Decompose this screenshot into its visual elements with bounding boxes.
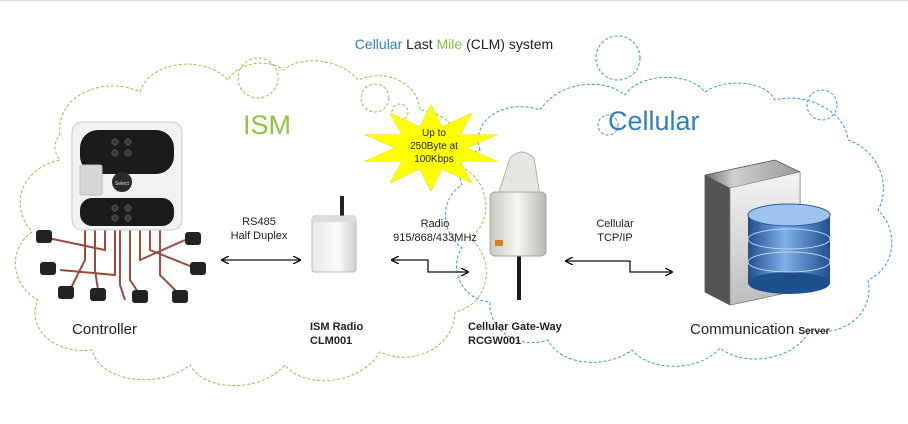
ism-radio-line-1: ISM Radio: [310, 321, 364, 333]
radio-line-1: Radio: [420, 218, 450, 230]
ism-region-label: ISM: [243, 110, 292, 140]
title-mile: Mile: [436, 36, 463, 52]
data-rate-burst: [364, 104, 498, 192]
radio-arrow: [392, 260, 468, 272]
title-last: Last: [406, 36, 433, 52]
speaker-grille: [79, 164, 103, 196]
radio-line-2: 915/868/433MHz: [393, 232, 477, 244]
gateway-caption: Cellular Gate-Way RCGW001: [468, 320, 588, 348]
database-icon: [747, 203, 831, 294]
keypad-keys: [111, 138, 132, 222]
gateway-line-1: Cellular Gate-Way: [468, 321, 562, 333]
controller-device: Select: [36, 121, 206, 303]
top-rule: [0, 0, 908, 1]
radio-label: Radio 915/868/433MHz: [380, 217, 490, 245]
select-button[interactable]: [112, 172, 132, 192]
cellular-gateway-device: [489, 151, 547, 300]
data-rate-text: Up to 250Byte at 100Kbps: [404, 127, 464, 166]
title-rest: (CLM) system: [466, 36, 554, 52]
rs485-label: RS485 Half Duplex: [214, 215, 304, 243]
diagram-title: Cellular Last Mile (CLM) system: [0, 36, 908, 52]
title-cellular: Cellular: [354, 36, 403, 52]
solenoid-valves: [36, 230, 206, 303]
server-caption-suffix: Server: [798, 326, 830, 337]
burst-line-1: Up to: [422, 128, 446, 139]
cellular-cloud: [445, 35, 893, 367]
cellular-region-label: Cellular: [608, 106, 700, 136]
cellular-arrow: [566, 261, 672, 272]
controller-caption: Controller: [72, 321, 138, 338]
cellular-link-label: Cellular TCP/IP: [570, 217, 660, 245]
cellular-link-line-2: TCP/IP: [597, 232, 633, 244]
ism-radio-caption: ISM Radio CLM001: [296, 320, 390, 348]
controller-bottom-panel: [80, 198, 174, 226]
ism-radio-device: [311, 196, 357, 273]
ism-radio-line-2: CLM001: [310, 335, 353, 347]
link-arrows: [222, 260, 672, 272]
server-caption-main: Communication: [690, 321, 795, 338]
rs485-line-1: RS485: [242, 216, 276, 228]
communication-server: [704, 159, 831, 306]
gateway-line-2: RCGW001: [468, 335, 522, 347]
cellular-link-line-1: Cellular: [596, 218, 634, 230]
burst-line-3: 100Kbps: [414, 154, 454, 165]
select-button-label: Select: [115, 181, 130, 187]
rs485-line-2: Half Duplex: [230, 230, 288, 242]
burst-line-2: 250Byte at: [410, 141, 458, 152]
controller-cables: [47, 225, 196, 301]
server-caption: Communication Server: [690, 321, 830, 338]
